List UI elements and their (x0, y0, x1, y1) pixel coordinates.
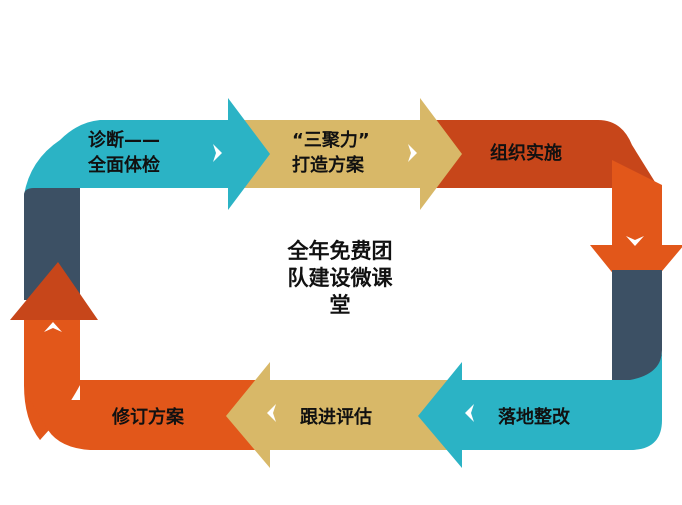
chevron-up-icon (44, 322, 62, 332)
left-side-bar (24, 188, 80, 300)
step-2-label-line-1: “三聚力” (292, 130, 370, 151)
chevron-down-icon (626, 236, 644, 246)
step-5-arrow (226, 362, 450, 468)
step-3-arrow (412, 120, 660, 195)
step-5-label: 跟进评估 (300, 406, 372, 428)
step-1-label-line-2: 全面体检 (87, 154, 160, 176)
step-1-label-line-1: 诊断—— (88, 129, 160, 151)
center-title: 全年免费团 队建设微课 堂 (250, 238, 430, 319)
right-down-arrow (590, 160, 682, 302)
right-side-bar (612, 270, 662, 390)
step-2-label-line-2: 打造方案 (292, 154, 365, 176)
chevron-right-icon (408, 144, 417, 162)
chevron-left-icon (465, 404, 474, 422)
center-title-line-1: 全年免费团 (287, 239, 393, 263)
step-6-arrow (30, 380, 260, 450)
step-1-arrow (24, 98, 270, 210)
step-4-label: 落地整改 (498, 406, 571, 428)
step-3-label: 组织实施 (490, 142, 562, 164)
chevron-left-icon (267, 404, 276, 422)
center-title-line-3: 堂 (329, 293, 351, 317)
chevron-right-icon (213, 144, 222, 162)
step-6-label: 修订方案 (111, 406, 185, 428)
center-title-line-2: 队建设微课 (287, 266, 393, 290)
step-4-arrow (418, 350, 662, 468)
step-2-arrow (238, 98, 462, 210)
